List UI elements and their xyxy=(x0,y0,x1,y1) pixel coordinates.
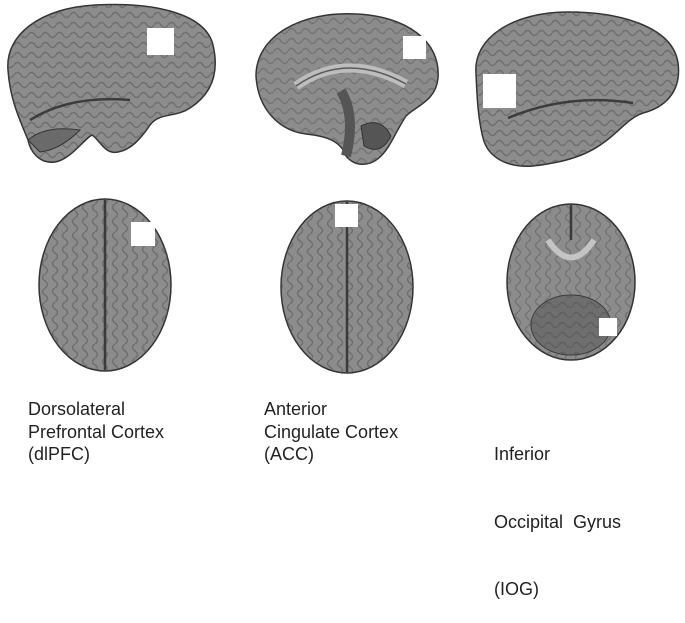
caption-line: (IOG) xyxy=(494,579,539,599)
dlpfc-sagittal-image xyxy=(0,0,225,175)
roi-marker-acc-sagittal xyxy=(403,36,426,59)
acc-axial-image xyxy=(275,192,423,382)
caption-line: Occipital Gyrus xyxy=(494,511,622,532)
roi-marker-iog-axial xyxy=(599,318,617,336)
iog-sagittal-image xyxy=(468,8,683,178)
caption-dlpfc: Dorsolateral Prefrontal Cortex (dlPFC) xyxy=(28,398,164,466)
iog-axial-image xyxy=(503,200,643,365)
acc-sagittal-image xyxy=(246,6,446,176)
caption-line: Cingulate Cortex xyxy=(264,421,399,442)
roi-marker-acc-axial xyxy=(335,204,358,227)
roi-marker-iog-sagittal xyxy=(483,74,516,108)
caption-line: (dlPFC) xyxy=(28,444,90,464)
caption-line: Dorsolateral xyxy=(28,399,126,419)
caption-line: Prefrontal Cortex xyxy=(28,421,165,442)
roi-marker-dlpfc-axial xyxy=(131,222,155,246)
dlpfc-axial-image xyxy=(30,190,180,380)
caption-line: Anterior xyxy=(264,399,328,419)
caption-acc: Anterior Cingulate Cortex (ACC) xyxy=(264,398,398,466)
roi-marker-dlpfc-sagittal xyxy=(147,28,174,55)
caption-line: (ACC) xyxy=(264,444,314,464)
caption-line: Inferior xyxy=(494,444,551,464)
caption-iog: Inferior Occipital Gyrus (IOG) xyxy=(494,398,621,623)
